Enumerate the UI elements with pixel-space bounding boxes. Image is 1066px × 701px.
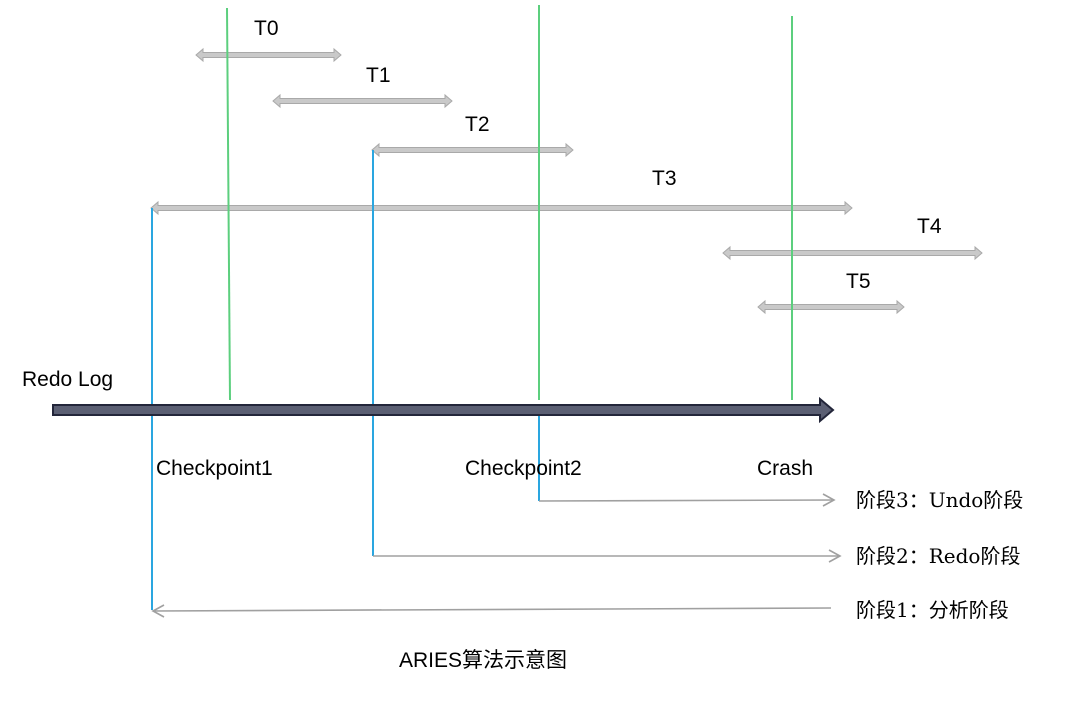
transaction-label-t2: T2 <box>465 113 490 136</box>
redo-log-label: Redo Log <box>22 368 113 391</box>
transaction-bars <box>150 47 983 315</box>
undo-phase-label: 阶段3：Undo阶段 <box>856 488 1023 512</box>
transaction-label-t3: T3 <box>652 167 677 190</box>
transaction-bar-t4 <box>722 245 983 261</box>
transaction-bar-t0 <box>195 47 342 63</box>
checkpoint1-line <box>226 7 231 401</box>
undo-phase-arrow <box>538 493 836 507</box>
transaction-label-t5: T5 <box>846 270 871 293</box>
transaction-bar-t2 <box>371 142 574 158</box>
analysis-phase-label: 阶段1：分析阶段 <box>856 598 1009 622</box>
marker-lines <box>226 5 793 401</box>
phase-start-lines <box>151 150 540 610</box>
analysis-phase-arrow <box>151 604 832 618</box>
redo-log-axis <box>52 396 835 424</box>
transaction-bar-t3 <box>150 200 853 216</box>
transaction-labels: T0 T1 T2 T3 T4 T5 <box>254 17 942 293</box>
marker-labels: Checkpoint1 Checkpoint2 Crash <box>156 457 813 480</box>
checkpoint2-label: Checkpoint2 <box>465 457 582 480</box>
transaction-bar-t1 <box>272 93 453 109</box>
transaction-label-t1: T1 <box>366 64 391 87</box>
transaction-bar-t5 <box>757 299 905 315</box>
diagram-title: ARIES算法示意图 <box>399 649 567 672</box>
transaction-label-t4: T4 <box>917 215 942 238</box>
crash-label: Crash <box>757 457 813 480</box>
redo-phase-arrow <box>373 549 842 563</box>
redo-phase-label: 阶段2：Redo阶段 <box>856 544 1020 568</box>
phase-arrows <box>151 493 842 618</box>
transaction-label-t0: T0 <box>254 17 279 40</box>
phase-labels: 阶段3：Undo阶段 阶段2：Redo阶段 阶段1：分析阶段 <box>856 488 1023 622</box>
checkpoint1-label: Checkpoint1 <box>156 457 273 480</box>
